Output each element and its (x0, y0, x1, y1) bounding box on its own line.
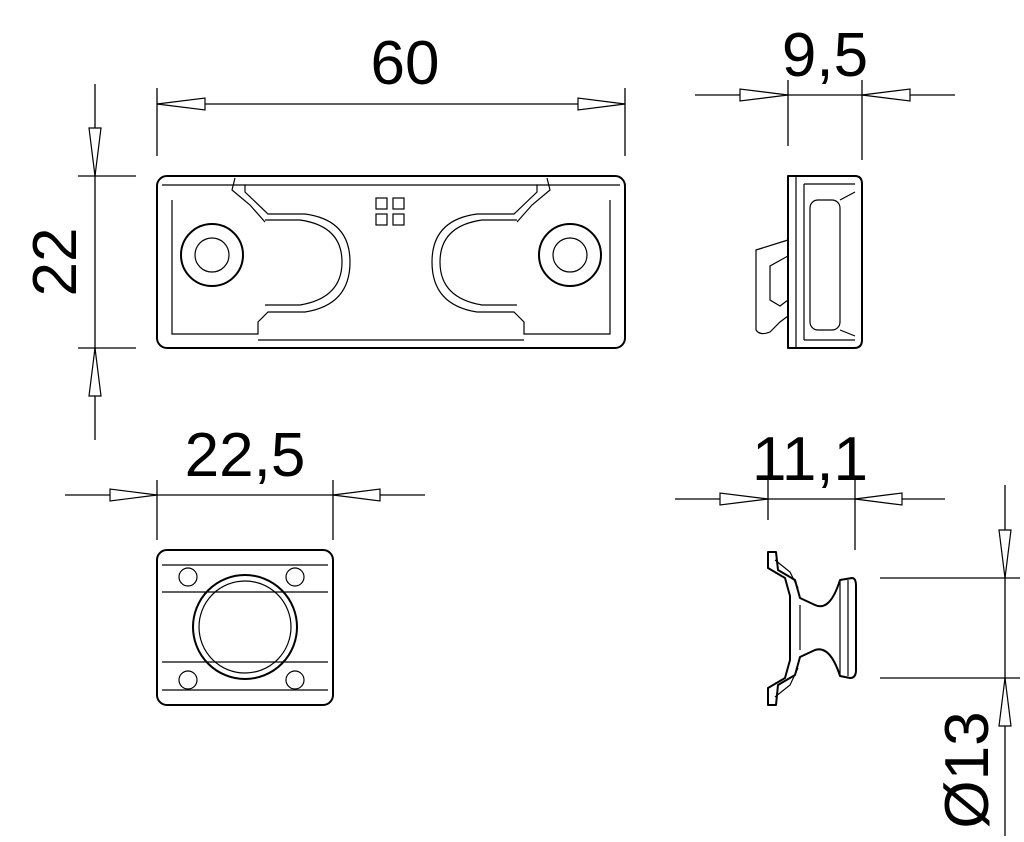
dimension-label-22-5: 22,5 (185, 421, 306, 490)
dimension-label-9-5: 9,5 (782, 21, 868, 90)
dimension-label-11-1: 11,1 (752, 425, 868, 494)
side-view-stud (767, 551, 857, 706)
dimension-22-5: 22,5 (65, 421, 425, 540)
dimension-label-22: 22 (21, 228, 90, 297)
dimension-22: 22 (21, 84, 136, 440)
dimension-label-60: 60 (371, 29, 440, 98)
dimension-9-5: 9,5 (695, 21, 955, 160)
dimension-diameter-13: Ø13 (880, 485, 1020, 836)
dimension-label-diameter-13: Ø13 (933, 711, 1002, 828)
side-view-part (755, 175, 863, 349)
logo-mark (375, 197, 405, 226)
dimension-60: 60 (156, 29, 626, 156)
front-view-part (156, 175, 626, 349)
top-view-part (156, 549, 334, 706)
dimension-11-1: 11,1 (675, 425, 945, 550)
